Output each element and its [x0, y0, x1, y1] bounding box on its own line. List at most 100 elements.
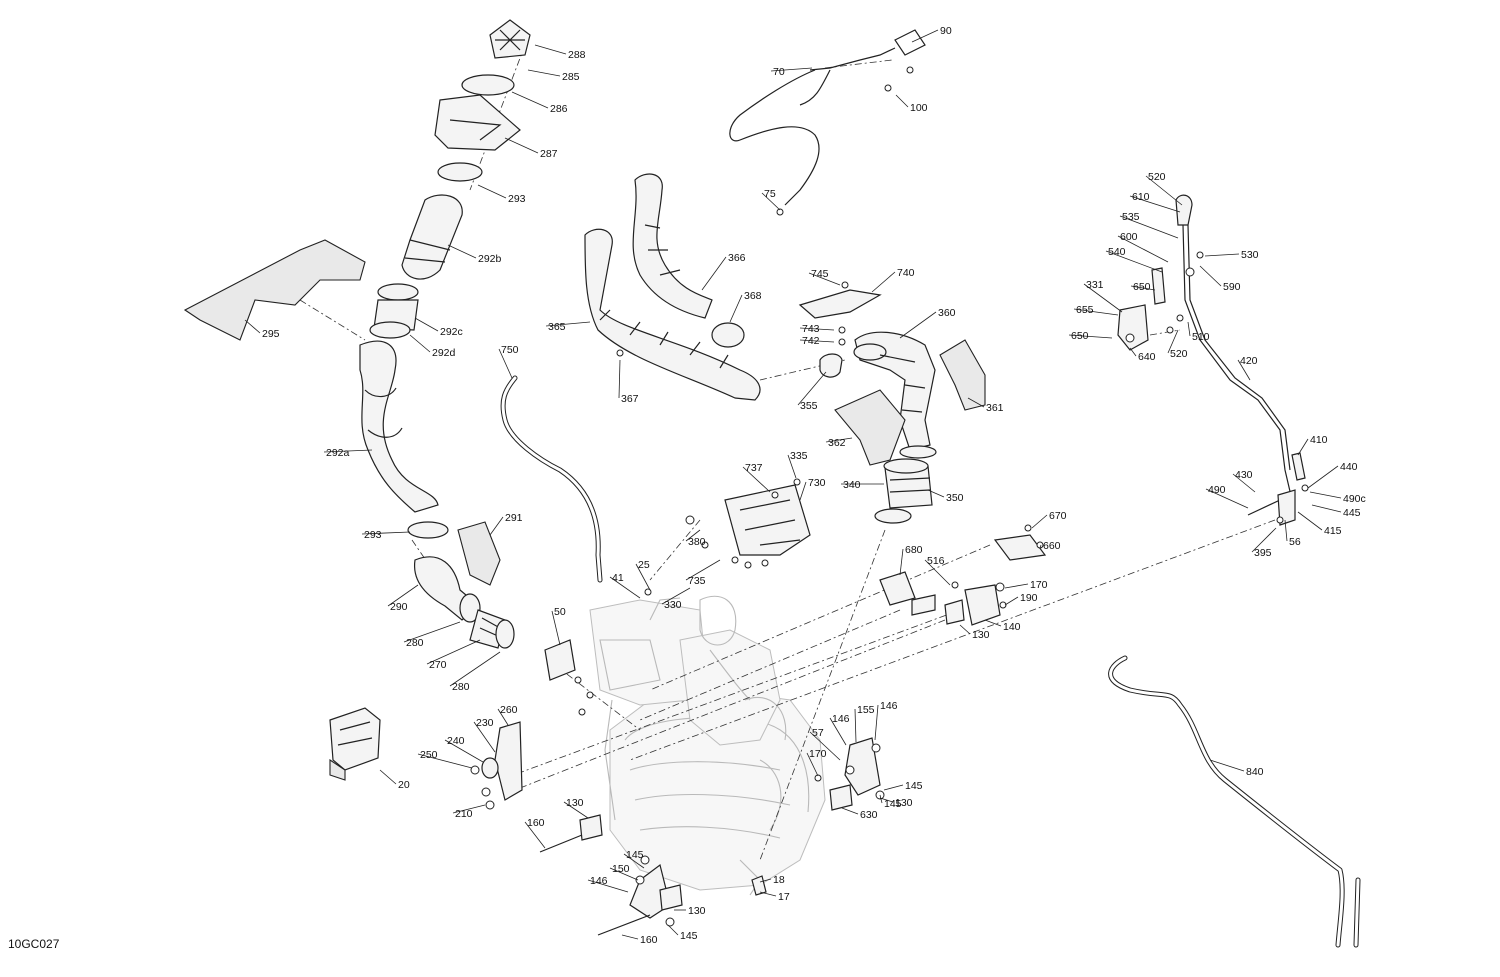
part-callout-292a: 292a [326, 447, 350, 459]
part-callout-680: 680 [905, 544, 923, 556]
part-callout-240: 240 [447, 735, 465, 747]
leader-line [685, 559, 721, 581]
leader-line [854, 708, 857, 743]
leader-line [1237, 359, 1251, 381]
leader-line [477, 184, 507, 199]
leader-line [387, 584, 419, 607]
leader-line [1205, 488, 1249, 509]
part-callout-395: 395 [1254, 547, 1272, 559]
leader-line [361, 531, 411, 535]
part-callout-286: 286 [550, 103, 568, 115]
part-callout-17: 17 [778, 891, 790, 903]
leader-line [621, 934, 639, 940]
part-callout-295: 295 [262, 328, 280, 340]
hose-750 [500, 375, 603, 583]
part-callout-155: 155 [857, 704, 875, 716]
part-callout-520: 520 [1170, 348, 1188, 360]
leader-line [871, 271, 896, 293]
part-20-housing [329, 707, 381, 781]
part-callout-670: 670 [1049, 510, 1067, 522]
part-callout-350: 350 [946, 492, 964, 504]
part-callout-145: 145 [905, 780, 923, 792]
leader-line [808, 272, 841, 286]
leader-line [1232, 473, 1256, 493]
part-callout-440: 440 [1340, 461, 1358, 473]
part-callout-355: 355 [800, 400, 818, 412]
part-callout-335: 335 [790, 450, 808, 462]
leader-line [1130, 285, 1156, 291]
leader-line [1145, 175, 1183, 206]
part-callout-361: 361 [986, 402, 1004, 414]
part-callout-56: 56 [1289, 536, 1301, 548]
leader-line [984, 619, 1002, 627]
leader-line [1309, 491, 1342, 499]
leader-line [1311, 504, 1342, 513]
leader-line [685, 529, 701, 542]
leader-line [759, 878, 772, 883]
leader-line [797, 371, 827, 406]
part-callout-365: 365 [548, 321, 566, 333]
part-callout-90: 90 [940, 25, 952, 37]
leader-line [409, 334, 431, 353]
part-callout-146: 146 [880, 700, 898, 712]
leader-line [899, 311, 937, 339]
diagram-code: 10GC027 [8, 937, 60, 951]
leader-line [403, 621, 461, 643]
leader-line [701, 256, 727, 291]
part-callout-745: 745 [811, 268, 829, 280]
part-callout-70: 70 [773, 66, 785, 78]
leader-lines [244, 29, 1342, 940]
part-callout-292d: 292d [432, 347, 456, 359]
part-callout-600: 600 [1120, 231, 1138, 243]
leader-line [899, 548, 904, 576]
part-callout-366: 366 [728, 252, 746, 264]
assembly-lines [299, 44, 1276, 861]
part-callout-292b: 292b [478, 253, 502, 265]
leader-line [1004, 596, 1019, 606]
part-callout-490: 490 [1208, 484, 1226, 496]
part-callout-362: 362 [828, 437, 846, 449]
leader-line [623, 853, 645, 869]
leader-line [527, 69, 561, 77]
part-callout-340: 340 [843, 479, 861, 491]
leader-line [761, 192, 781, 211]
part-callout-291: 291 [505, 512, 523, 524]
part-callout-540: 540 [1108, 246, 1126, 258]
part-callout-20: 20 [398, 779, 410, 791]
leader-line [534, 44, 567, 55]
part-callout-510: 510 [1192, 331, 1210, 343]
part-callout-287: 287 [540, 148, 558, 160]
leader-line [1284, 519, 1288, 542]
leader-line [806, 752, 819, 777]
leader-line [895, 94, 909, 108]
part-callout-41: 41 [612, 572, 624, 584]
leader-line [504, 137, 539, 154]
leader-line [1204, 253, 1240, 257]
leader-line [414, 317, 439, 332]
leader-line [489, 516, 504, 536]
leader-line [609, 576, 641, 599]
part-callout-740: 740 [897, 267, 915, 279]
leader-line [1167, 329, 1179, 354]
part-callout-160: 160 [640, 934, 658, 946]
leader-line [1031, 514, 1048, 529]
leader-line [1068, 334, 1113, 339]
part-callout-292c: 292c [440, 326, 463, 338]
part-callout-145: 145 [680, 930, 698, 942]
part-callout-360: 360 [938, 307, 956, 319]
part-callout-57: 57 [812, 727, 824, 739]
part-callout-130: 130 [895, 797, 913, 809]
part-callout-331: 331 [1086, 279, 1104, 291]
part-callout-445: 445 [1343, 507, 1361, 519]
leader-line [511, 91, 549, 109]
leader-line [911, 29, 939, 43]
part-callout-285: 285 [562, 71, 580, 83]
leader-line [524, 821, 546, 849]
part-callout-50: 50 [554, 606, 566, 618]
leader-line [244, 319, 261, 334]
leader-line [1083, 283, 1123, 313]
leader-line [426, 639, 481, 665]
part-callout-516: 516 [927, 555, 945, 567]
leader-line [1297, 438, 1309, 456]
cable-56 [1108, 655, 1361, 948]
